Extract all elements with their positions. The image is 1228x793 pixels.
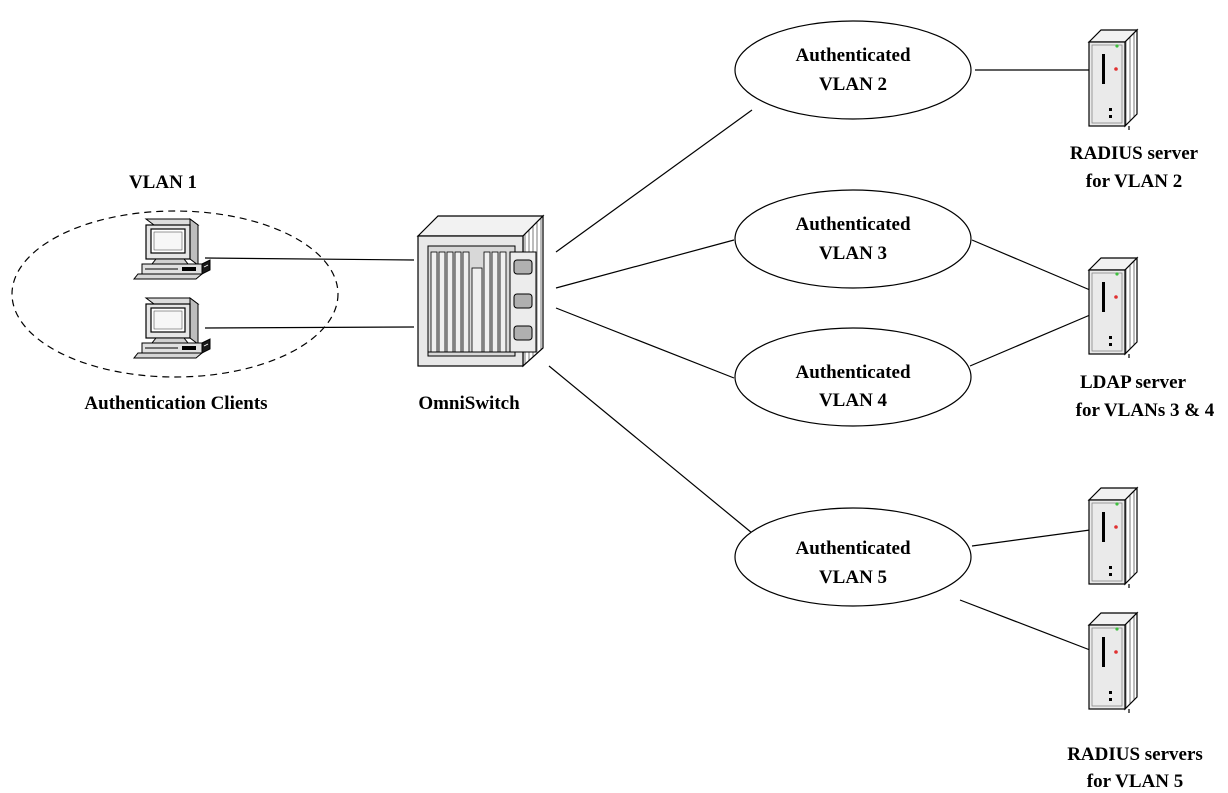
omniswitch-chassis [416, 214, 545, 368]
clients-caption: Authentication Clients [84, 393, 267, 414]
link-vlan3-ldap [971, 239, 1091, 291]
ldap-server [1088, 257, 1138, 359]
ldap-caption-line1: LDAP server [1080, 372, 1187, 393]
vlan-3-node: Authenticated VLAN 3 [734, 189, 972, 289]
radius-server-vlan2 [1088, 29, 1138, 131]
vlan-3-line1: Authenticated [795, 214, 910, 235]
link-vlan5-radius-a [971, 529, 1091, 547]
radius-vlan5-caption-line2: for VLAN 5 [1087, 771, 1183, 792]
link-vlan5-radius-b [959, 599, 1091, 651]
vlan-4-node: Authenticated VLAN 4 [734, 327, 972, 427]
link-vlan4-ldap [969, 314, 1091, 367]
vlan-2-line2: VLAN 2 [819, 74, 887, 95]
vlan-5-node: Authenticated VLAN 5 [734, 507, 972, 607]
vlan1-label: VLAN 1 [129, 172, 197, 193]
vlan-4-line2: VLAN 4 [819, 390, 888, 411]
radius-server-vlan5-a [1088, 487, 1138, 589]
radius-server-vlan5-b [1088, 612, 1138, 714]
radius-vlan5-caption-line1: RADIUS servers [1067, 744, 1203, 765]
vlan1-boundary [11, 210, 339, 378]
radius-vlan2-caption-line2: for VLAN 2 [1086, 171, 1182, 192]
vlan-4-line1: Authenticated [795, 362, 910, 383]
ldap-caption-line2: for VLANs 3 & 4 [1076, 400, 1215, 421]
link-switch-vlan2 [555, 109, 753, 253]
radius-vlan2-caption-line1: RADIUS server [1070, 143, 1199, 164]
vlan-5-line1: Authenticated [795, 538, 910, 559]
link-client1-switch [204, 257, 415, 261]
client-workstation-2 [133, 297, 211, 359]
vlan-2-line1: Authenticated [795, 45, 910, 66]
links [204, 69, 1091, 651]
vlan-3-line2: VLAN 3 [819, 243, 887, 264]
link-switch-vlan4 [555, 307, 735, 379]
switch-caption: OmniSwitch [418, 393, 520, 414]
link-switch-vlan5 [548, 365, 753, 534]
vlan-2-node: Authenticated VLAN 2 [734, 20, 972, 120]
link-client2-switch [204, 326, 415, 329]
link-switch-vlan3 [555, 239, 735, 289]
vlan-5-line2: VLAN 5 [819, 567, 887, 588]
client-workstation-1 [133, 218, 211, 280]
